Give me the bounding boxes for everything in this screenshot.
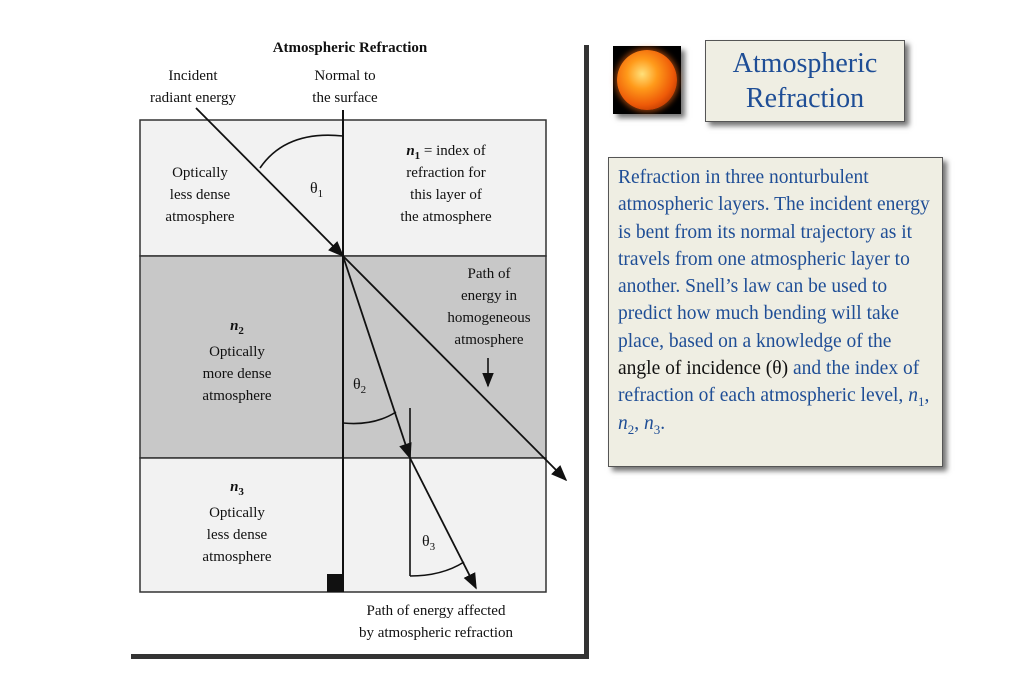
description-n2: n bbox=[618, 412, 628, 434]
title-box: Atmospheric Refraction bbox=[705, 40, 905, 122]
layer1-index-note: n1 = index of bbox=[406, 143, 485, 162]
layer1-index-line2: refraction for bbox=[406, 165, 486, 181]
incident-label-line1: Incident bbox=[168, 68, 218, 84]
sun-icon bbox=[617, 50, 677, 110]
refracted-ray-layer3 bbox=[409, 457, 477, 590]
bottom-label-line2: by atmospheric refraction bbox=[359, 625, 514, 641]
layer2-desc-line2: more dense bbox=[203, 366, 272, 382]
incident-label-line2: radiant energy bbox=[150, 90, 236, 106]
layer3-n-label: n3 bbox=[230, 479, 244, 498]
normal-label-line2: the surface bbox=[312, 90, 378, 106]
path-label-line1: Path of bbox=[468, 266, 511, 282]
homogeneous-path-ray bbox=[342, 255, 568, 482]
path-label-line4: atmosphere bbox=[454, 332, 523, 348]
layer1-desc-line1: Optically bbox=[172, 165, 228, 181]
description-sep1: , bbox=[924, 385, 930, 407]
refracted-ray-layer2 bbox=[342, 255, 412, 460]
description-end: . bbox=[660, 412, 666, 434]
layer2-n-label: n2 bbox=[230, 318, 244, 337]
theta1-arc bbox=[259, 134, 344, 169]
path-label-line3: homogeneous bbox=[447, 310, 530, 326]
figure-panel: Atmospheric Refraction Incident radiant … bbox=[126, 40, 584, 654]
refraction-diagram: Atmospheric Refraction Incident radiant … bbox=[139, 40, 568, 641]
description-n3: n bbox=[644, 412, 654, 434]
description-highlight: angle of incidence (θ) bbox=[618, 358, 789, 380]
layer1-index-line4: the atmosphere bbox=[400, 209, 492, 225]
sun-image bbox=[613, 46, 681, 114]
incident-ray bbox=[195, 107, 345, 258]
description-n1: n bbox=[908, 385, 918, 407]
layer2-desc-line3: atmosphere bbox=[202, 388, 271, 404]
layer2-desc-line1: Optically bbox=[209, 344, 265, 360]
figure-title: Atmospheric Refraction bbox=[273, 40, 428, 56]
layer1-index-line3: this layer of bbox=[410, 187, 482, 203]
layer3-desc-line2: less dense bbox=[207, 527, 268, 543]
layer1-desc-line3: atmosphere bbox=[165, 209, 234, 225]
layer1-desc-line2: less dense bbox=[170, 187, 231, 203]
layer3-desc-line3: atmosphere bbox=[202, 549, 271, 565]
description-n1-sub: 1 bbox=[917, 394, 925, 410]
layer2-theta-label: θ2 bbox=[353, 376, 366, 396]
description-n2-sub: 2 bbox=[627, 421, 635, 437]
slide-title: Atmospheric Refraction bbox=[732, 48, 878, 114]
description-sep2: , bbox=[634, 412, 644, 434]
description-text-part1: Refraction in three nonturbulent atmosph… bbox=[618, 167, 930, 352]
bottom-label-line1: Path of energy affected bbox=[367, 603, 506, 619]
theta3-arc bbox=[409, 561, 465, 577]
description-box: Refraction in three nonturbulent atmosph… bbox=[608, 157, 943, 467]
path-label-line2: energy in bbox=[461, 288, 517, 304]
normal-base-marker bbox=[327, 574, 343, 592]
layer3-desc-line1: Optically bbox=[209, 505, 265, 521]
description-n3-sub: 3 bbox=[653, 421, 661, 437]
layer1-theta-label: θ1 bbox=[310, 180, 323, 200]
description-text-part2: and the index of refraction of each atmo… bbox=[618, 358, 920, 407]
normal-label-line1: Normal to bbox=[314, 68, 375, 84]
layer3-theta-label: θ3 bbox=[422, 533, 436, 553]
theta2-arc bbox=[342, 411, 397, 425]
